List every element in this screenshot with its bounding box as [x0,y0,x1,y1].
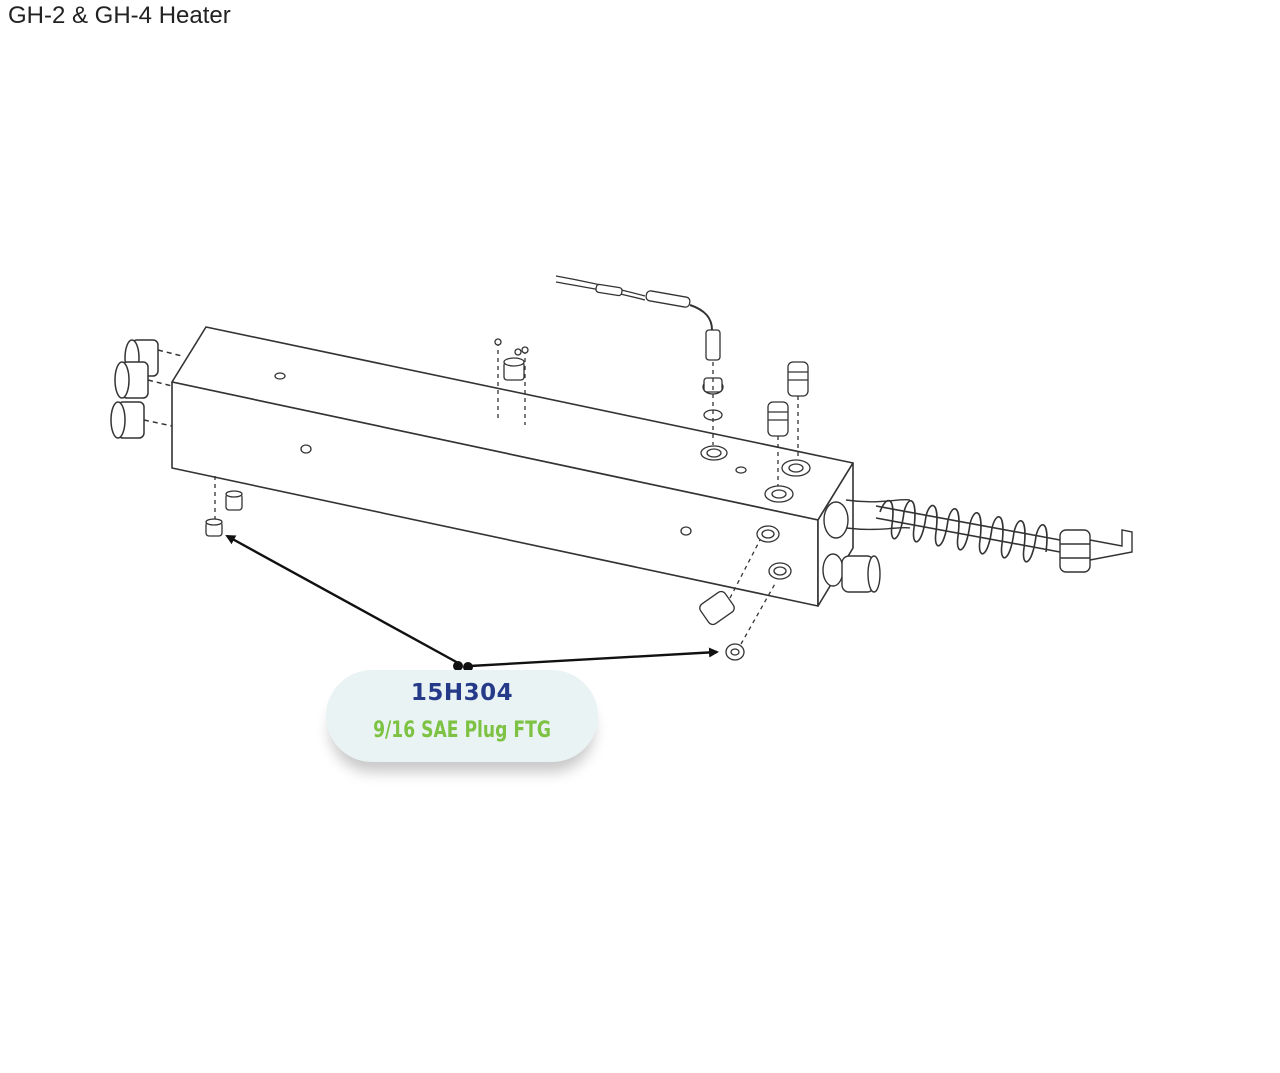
part-description: 9/16 SAE Plug FTG [373,718,551,743]
plug-bottom-left-2 [205,476,223,537]
sensor-probe [555,275,724,445]
bottom-left-plugs [205,476,243,537]
plug-bottom-left-1 [225,490,243,511]
plug-side-b [725,581,777,661]
port-side-2 [768,562,792,580]
page-title: GH-2 & GH-4 Heater [8,2,231,29]
end-cap-middle [114,361,173,399]
callout-anchor-dots [453,661,473,672]
right-end-assembly [822,498,911,593]
end-cap-bottom [110,401,173,439]
port-top-1 [700,445,728,461]
thermostat-assembly [494,338,529,425]
part-callout: 15H304 9/16 SAE Plug FTG [326,670,598,762]
port-top-2 [764,485,794,503]
fitting-top-a [787,361,809,460]
heater-block [171,326,854,607]
port-side-1 [756,525,780,543]
callout-arrows [225,534,719,668]
ports [274,372,811,580]
right-end-cap [841,555,881,593]
heater-coil [875,499,1061,563]
left-end-caps [110,339,183,439]
arrow-to-side-plug [469,647,719,668]
top-fittings [767,361,809,486]
port-top-3 [781,459,811,477]
part-number: 15H304 [410,680,514,706]
side-fittings [699,539,777,661]
heater-nut [1059,529,1133,573]
arrow-to-left-plug [225,534,461,666]
fitting-side-a [699,539,761,626]
fitting-top-b [767,401,789,486]
